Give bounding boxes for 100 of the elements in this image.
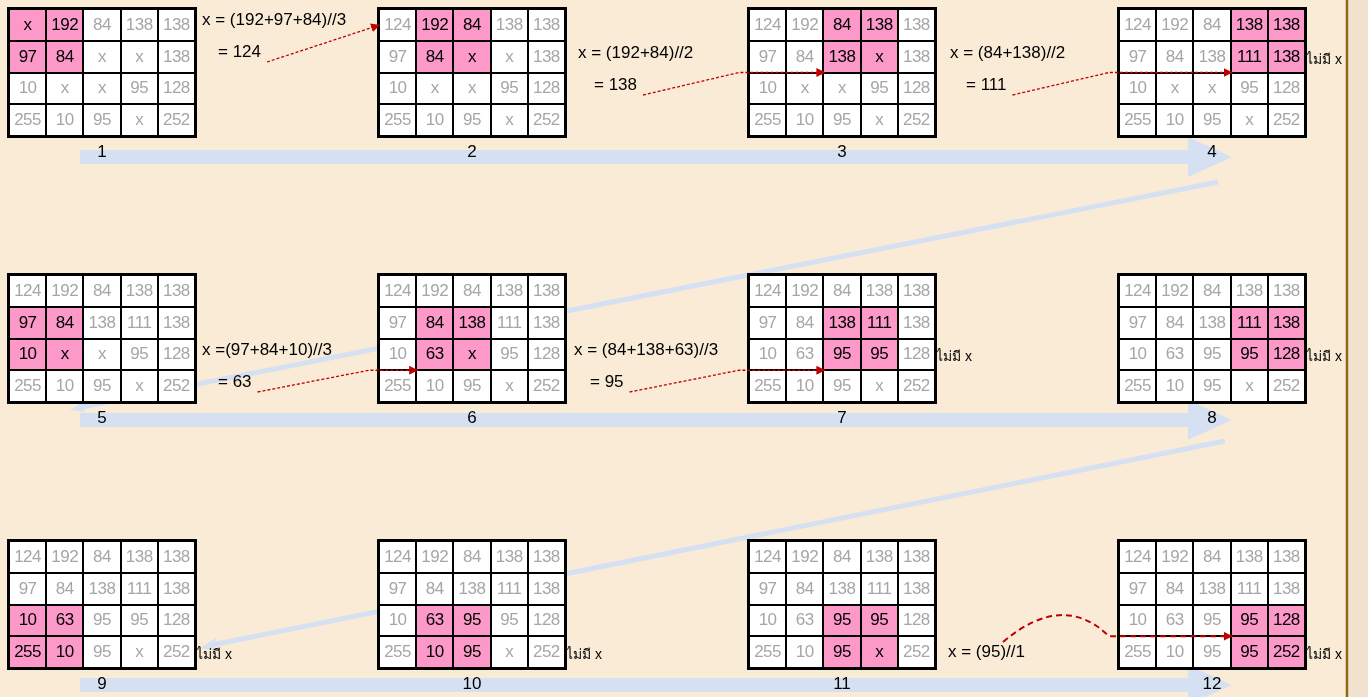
grid-cell: 192 <box>47 542 83 572</box>
grid-cell: 128 <box>898 605 934 636</box>
grid-cell: 128 <box>158 73 194 104</box>
grid-cell: 192 <box>417 10 453 40</box>
grid-cell: 252 <box>158 637 194 667</box>
grid-cell: 10 <box>750 73 786 104</box>
grid-cell: 95 <box>84 637 120 667</box>
grid-cell: 97 <box>10 41 46 72</box>
grid-cell: 63 <box>1157 339 1193 370</box>
grid-cell: 138 <box>528 542 564 572</box>
grid-cell: 128 <box>1268 605 1304 636</box>
grid-cell: 138 <box>158 10 194 40</box>
formula-text: x =(97+84+10)//3 = 63 <box>202 340 332 392</box>
grid-cell: x <box>491 105 527 135</box>
formula-text: x = (84+138+63)//3 = 95 <box>574 340 719 392</box>
grid-cell: 138 <box>1194 307 1230 338</box>
grid-cell: 138 <box>121 276 157 306</box>
grid-cell: 128 <box>528 605 564 636</box>
grid-cell: 255 <box>750 371 786 401</box>
grid-cell: 63 <box>1157 605 1193 636</box>
grid-cell: 111 <box>861 307 897 338</box>
grid-cell: 95 <box>121 73 157 104</box>
grid-cell: 252 <box>898 105 934 135</box>
grid-cell: 252 <box>1268 637 1304 667</box>
grid-cell: x <box>787 73 823 104</box>
grid-cell: 10 <box>787 371 823 401</box>
grid-cell: 255 <box>1120 371 1156 401</box>
grid-cell: 95 <box>824 605 860 636</box>
grid-cell: 63 <box>417 339 453 370</box>
step-number: 9 <box>97 674 107 694</box>
grid-cell: 124 <box>750 276 786 306</box>
grid-cell: 128 <box>898 73 934 104</box>
grid-cell: 138 <box>1268 41 1304 72</box>
grid-cell: 95 <box>824 105 860 135</box>
grid-cell: 10 <box>750 605 786 636</box>
grid-cell: 124 <box>1120 10 1156 40</box>
grid-cell: 95 <box>1194 371 1230 401</box>
grid-cell: 124 <box>1120 542 1156 572</box>
grid-cell: 95 <box>84 605 120 636</box>
grid-cell: 10 <box>380 605 416 636</box>
grid-cell: 252 <box>528 371 564 401</box>
grid-cell: 192 <box>1157 542 1193 572</box>
grid-cell: x <box>861 41 897 72</box>
grid-cell: 97 <box>750 307 786 338</box>
grid-cell: 97 <box>380 41 416 72</box>
grid-cell: 97 <box>10 573 46 604</box>
grid-cell: 255 <box>10 637 46 667</box>
grid-cell: 255 <box>750 105 786 135</box>
grid-cell: 128 <box>898 339 934 370</box>
grid-cell: 84 <box>84 10 120 40</box>
grid-cell: 192 <box>1157 10 1193 40</box>
grid-cell: 124 <box>10 276 46 306</box>
grid-cell: 84 <box>1194 276 1230 306</box>
grid-cell: 128 <box>528 339 564 370</box>
grid-cell: 84 <box>1157 307 1193 338</box>
grid-cell: 10 <box>787 105 823 135</box>
grid-cell: 84 <box>1157 573 1193 604</box>
step-number: 3 <box>837 142 847 162</box>
arrow <box>256 365 419 393</box>
grid-cell: 63 <box>47 605 83 636</box>
grid-cell: 124 <box>380 10 416 40</box>
grid-cell: 138 <box>158 276 194 306</box>
arrow <box>642 68 827 96</box>
grid-cell: x <box>454 339 490 370</box>
grid-cell: 138 <box>1268 542 1304 572</box>
grid-cell: 138 <box>121 542 157 572</box>
grid-cell: x <box>861 637 897 667</box>
step-number: 4 <box>1207 142 1217 162</box>
grid-cell: 255 <box>10 105 46 135</box>
grid-cell: 10 <box>47 637 83 667</box>
grid-cell: 95 <box>1231 637 1267 667</box>
grid-cell: 138 <box>491 10 527 40</box>
grid-cell: 138 <box>861 542 897 572</box>
grid-cell: 95 <box>861 73 897 104</box>
grid-cell: 138 <box>861 10 897 40</box>
grid-cell: 138 <box>528 10 564 40</box>
grid-cell: x <box>454 41 490 72</box>
grid-cell: 10 <box>10 605 46 636</box>
grid-cell: 138 <box>528 41 564 72</box>
grid-cell: 97 <box>380 573 416 604</box>
grid-cell: 252 <box>158 371 194 401</box>
grid-cell: x <box>1157 73 1193 104</box>
grid-cell: 95 <box>454 637 490 667</box>
grid-cell: 95 <box>491 605 527 636</box>
note-text: ไม่มี x <box>1306 644 1342 664</box>
grid-cell: 138 <box>1231 10 1267 40</box>
grid-cell: 138 <box>898 542 934 572</box>
grid-cell: 138 <box>1231 276 1267 306</box>
grid-cell: 95 <box>824 371 860 401</box>
grid-cell: 10 <box>1157 371 1193 401</box>
grid-cell: 138 <box>454 573 490 604</box>
grid-cell: 138 <box>454 307 490 338</box>
grid-cell: 10 <box>417 371 453 401</box>
grid-cell: 255 <box>1120 105 1156 135</box>
grid-cell: x <box>121 41 157 72</box>
grid-cell: 95 <box>1231 339 1267 370</box>
grid-cell: 138 <box>1194 41 1230 72</box>
grid-cell: 10 <box>750 339 786 370</box>
grid-cell: 128 <box>1268 73 1304 104</box>
grid-cell: 10 <box>47 371 83 401</box>
